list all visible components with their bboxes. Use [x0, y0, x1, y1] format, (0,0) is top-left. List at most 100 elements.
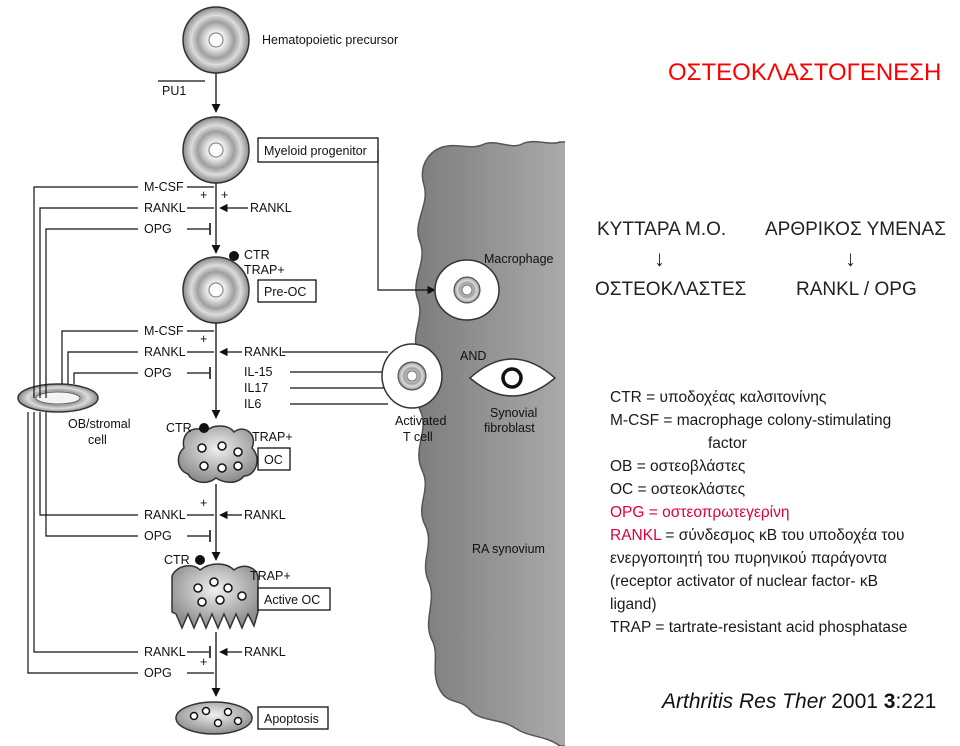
glossary-ctr: CTR = υποδοχέας καλσιτονίνης: [610, 389, 827, 406]
opg-label-4: OPG: [144, 666, 172, 680]
active-oc-box: [257, 587, 331, 611]
il15-label: IL-15: [244, 365, 273, 379]
glossary-rankl: RANKL = σύνδεσμος κΒ του υποδοχέα του: [610, 524, 907, 547]
glossary-rankl-3: (receptor activator of nuclear factor- κ…: [610, 573, 878, 590]
osteoclastogenesis-diagram: Hematopoietic precursor PU1 Myeloid prog…: [17, 0, 600, 746]
apoptosis-cell: [175, 701, 253, 735]
bone-marrow-cells-label: ΚΥΤΤΑΡΑ Μ.Ο.: [597, 219, 727, 240]
rankl-label-3b: RANKL: [244, 508, 286, 522]
macrophage-cell: [434, 259, 500, 321]
ob-mcsf-line-1: [33, 186, 138, 398]
apoptosis-box: [257, 706, 329, 730]
slide-title: ΟΣΤΕΟΚΛΑΣΤΟΓΕΝΕΣΗ: [668, 59, 942, 86]
osteoclasts-label: ΟΣΤΕΟΚΛΑΣΤΕΣ: [595, 279, 747, 300]
trap-label-3: TRAP+: [250, 569, 291, 583]
ob-stromal-cell: [17, 383, 99, 413]
glossary-ob: OB = οστεοβλάστες: [610, 458, 746, 475]
glossary: CTR = υποδοχέας καλσιτονίνης M-CSF = mac…: [610, 386, 907, 639]
rankl-opg-label: RANKL / OPG: [796, 279, 917, 300]
rankl-label-4: RANKL: [144, 645, 186, 659]
citation: Arthritis Res Ther 2001 3:221: [662, 690, 936, 714]
ob-opg-line-4: [27, 412, 138, 674]
ob-rankl-line-4: [33, 412, 138, 653]
glossary-mcsf-cont: factor: [708, 435, 747, 452]
glossary-oc: OC = οστεοκλάστες: [610, 481, 746, 498]
ra-synovium-label: RA synovium: [472, 542, 545, 556]
glossary-rankl-term: RANKL: [610, 527, 662, 544]
plus-2a: +: [200, 332, 207, 346]
activated-label-2: T cell: [403, 430, 433, 444]
myeloid-box: [257, 137, 379, 163]
il6-label: IL6: [244, 397, 261, 411]
myeloid-label: Myeloid progenitor: [264, 144, 367, 158]
ob-label-2: cell: [88, 433, 107, 447]
opg-label-2: OPG: [144, 366, 172, 380]
glossary-mcsf: M-CSF = macrophage colony-stimulating: [610, 412, 892, 429]
ctr-label-3: CTR: [164, 553, 190, 567]
ob-opg-line-1: [45, 228, 138, 398]
ob-rankl-line-1: [39, 207, 138, 398]
il17-label: IL17: [244, 381, 268, 395]
glossary-rankl-def: = σύνδεσμος κΒ του υποδοχέα του: [665, 527, 905, 544]
ob-label-1: OB/stromal: [68, 417, 131, 431]
synovial-membrane-label: ΑΡΘΡΙΚΟΣ ΥΜΕΝΑΣ: [765, 219, 946, 240]
citation-journal: Arthritis Res Ther: [662, 690, 826, 713]
rankl-label-2b: RANKL: [244, 345, 286, 359]
rankl-label-1b: RANKL: [250, 201, 292, 215]
mcsf-label-2: M-CSF: [144, 324, 184, 338]
and-label: AND: [460, 349, 486, 363]
glossary-opg: OPG = οστεοπρωτεγερίνη: [610, 504, 790, 521]
preoc-label: Pre-OC: [264, 285, 306, 299]
hematopoietic-precursor-cell: [182, 6, 250, 74]
ob-opg-line-3: [45, 412, 138, 537]
citation-volume: 3: [883, 690, 896, 713]
synovial-fibroblast-cell: [468, 358, 557, 397]
pre-oc-cell: [182, 256, 250, 324]
rankl-label-4b: RANKL: [244, 645, 286, 659]
oc-label: OC: [264, 453, 283, 467]
trap-label-1: TRAP+: [244, 263, 285, 277]
plus-1b: +: [221, 188, 228, 202]
citation-pages: :221: [895, 690, 937, 713]
opg-label-1: OPG: [144, 222, 172, 236]
citation-year: 2001: [825, 690, 884, 713]
oc-cell: [177, 425, 258, 484]
active-oc-cell: [171, 563, 259, 630]
ctr-receptor-1: [229, 251, 239, 261]
hematopoietic-label: Hematopoietic precursor: [262, 33, 398, 47]
activated-t-cell: [381, 343, 443, 409]
activated-label-1: Activated: [395, 414, 446, 428]
active-oc-label: Active OC: [264, 593, 320, 607]
myeloid-progenitor-cell: [182, 116, 250, 184]
rankl-label-1: RANKL: [144, 201, 186, 215]
down-arrow-icon: ↓: [654, 246, 665, 271]
down-arrow-icon: ↓: [845, 246, 856, 271]
opg-label-3: OPG: [144, 529, 172, 543]
synovial-label-2: fibroblast: [484, 421, 535, 435]
glossary-rankl-4: ligand): [610, 596, 657, 613]
macrophage-label: Macrophage: [484, 252, 554, 266]
mcsf-label-1: M-CSF: [144, 180, 184, 194]
preoc-box: [257, 279, 317, 303]
ctr-label-2: CTR: [166, 421, 192, 435]
ob-opg-line-2: [73, 372, 138, 384]
pu1-label: PU1: [162, 84, 186, 98]
ctr-receptor-3: [195, 555, 205, 565]
plus-4a: +: [200, 655, 207, 669]
plus-3a: +: [200, 496, 207, 510]
oc-box: [257, 447, 291, 471]
synovial-label-1: Synovial: [490, 406, 537, 420]
glossary-trap: TRAP = tartrate-resistant acid phosphata…: [610, 619, 908, 636]
apoptosis-label: Apoptosis: [264, 712, 319, 726]
ob-mcsf-line-2: [61, 330, 138, 384]
rankl-label-3: RANKL: [144, 508, 186, 522]
ctr-label-1: CTR: [244, 248, 270, 262]
ob-rankl-line-3: [39, 412, 138, 516]
ob-rankl-line-2: [67, 351, 138, 384]
trap-label-2: TRAP+: [252, 430, 293, 444]
rankl-label-2: RANKL: [144, 345, 186, 359]
myeloid-to-macrophage-line: [377, 150, 436, 295]
plus-1a: +: [200, 188, 207, 202]
glossary-rankl-2: ενεργοποιητή του πυρηνικού παράγοντα: [610, 550, 888, 567]
white-strip: [565, 0, 600, 746]
